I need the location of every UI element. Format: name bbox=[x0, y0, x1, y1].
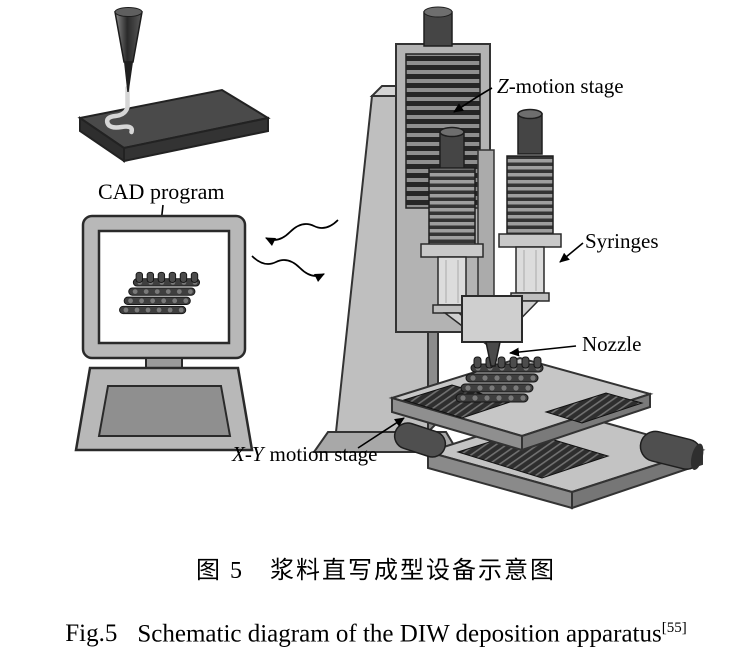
monitor-screen bbox=[97, 229, 231, 345]
label-syringes: Syringes bbox=[585, 229, 659, 253]
deposition-nozzle-cone bbox=[114, 11, 143, 63]
syringe-mount bbox=[461, 295, 523, 343]
syringes-arrow bbox=[559, 242, 584, 263]
caption-zh: 图 5 浆料直写成型设备示意图 bbox=[196, 558, 556, 584]
deposition-inset bbox=[77, 7, 271, 163]
data-flow-arrow-left bbox=[265, 219, 339, 247]
label-nozzle: Nozzle bbox=[582, 332, 641, 356]
label-z-motion-stage: Z-motion stage bbox=[497, 74, 624, 98]
stage-rail-cylinder-left bbox=[393, 422, 447, 458]
nozzle-tip bbox=[485, 341, 501, 367]
data-flow-arrow-right bbox=[251, 255, 325, 283]
figure-captions: 图 5 浆料直写成型设备示意图 Fig.5 Schematic diagram o… bbox=[0, 556, 752, 650]
monitor-neck bbox=[145, 357, 183, 369]
cad-monitor bbox=[74, 214, 254, 452]
z-rail-cylinder bbox=[423, 11, 453, 47]
nozzle-arrow bbox=[509, 345, 577, 357]
stage-rail-cylinder-right bbox=[639, 430, 704, 470]
caption-en: Fig.5 Schematic diagram of the DIW deposi… bbox=[0, 612, 752, 650]
caption-en-text: Schematic diagram of the DIW deposition … bbox=[137, 620, 662, 648]
upper-rail-hatch-right bbox=[544, 392, 644, 424]
data-flow-arrows bbox=[251, 219, 339, 283]
computer-base-panel bbox=[97, 385, 232, 437]
diw-schematic: CAD program bbox=[74, 6, 706, 510]
syringe-post bbox=[477, 149, 495, 301]
caption-en-reference: [55] bbox=[661, 620, 687, 636]
label-cad-program: CAD program bbox=[98, 179, 224, 204]
xy-stage-arrow bbox=[357, 417, 405, 449]
caption-en-figure-label: Fig.5 bbox=[65, 620, 118, 648]
deposited-filament bbox=[104, 85, 135, 135]
syringe-left bbox=[420, 126, 492, 345]
z-stage-arrow bbox=[453, 87, 493, 113]
